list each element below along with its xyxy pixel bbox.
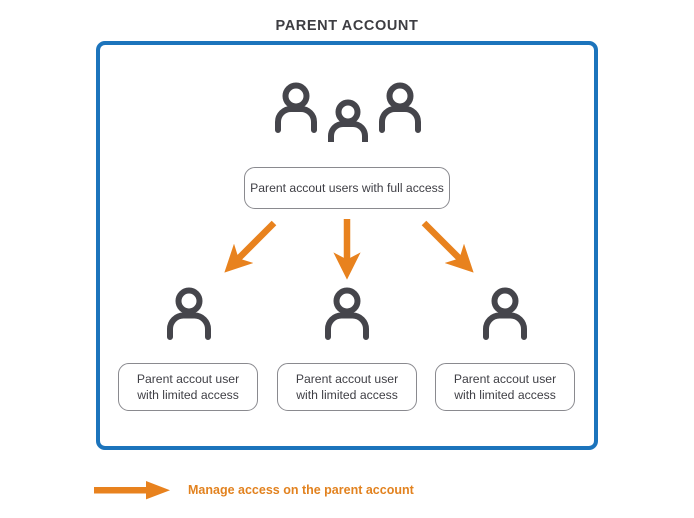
limited-access-label-text: Parent accout user with limited access — [137, 371, 239, 403]
legend-label: Manage access on the parent account — [188, 483, 414, 497]
arrow-right-icon — [94, 481, 170, 500]
limited-access-label-box: Parent accout user with limited access — [435, 363, 575, 411]
page-title: PARENT ACCOUNT — [275, 18, 419, 34]
full-access-label-text: Parent accout users with full access — [250, 180, 444, 195]
user-icon — [321, 287, 373, 340]
label-line-1: Parent accout user — [136, 371, 240, 386]
legend: Manage access on the parent account — [92, 478, 414, 502]
group-of-three-users-icon — [268, 82, 428, 142]
label-line-2: with limited access — [137, 388, 239, 402]
limited-access-label-box: Parent accout user with limited access — [277, 363, 417, 411]
label-line-1: Parent accout user — [295, 371, 399, 386]
limited-access-label-text: Parent accout user with limited access — [454, 371, 556, 403]
limited-access-label-text: Parent accout user with limited access — [296, 371, 398, 403]
label-line-1: Parent accout user — [453, 371, 557, 386]
label-line-2: with limited access — [296, 388, 398, 402]
user-icon — [479, 287, 531, 340]
limited-access-label-box: Parent accout user with limited access — [118, 363, 258, 411]
full-access-label-box: Parent accout users with full access — [244, 167, 450, 209]
user-icon — [163, 287, 215, 340]
label-line-2: with limited access — [454, 388, 556, 402]
